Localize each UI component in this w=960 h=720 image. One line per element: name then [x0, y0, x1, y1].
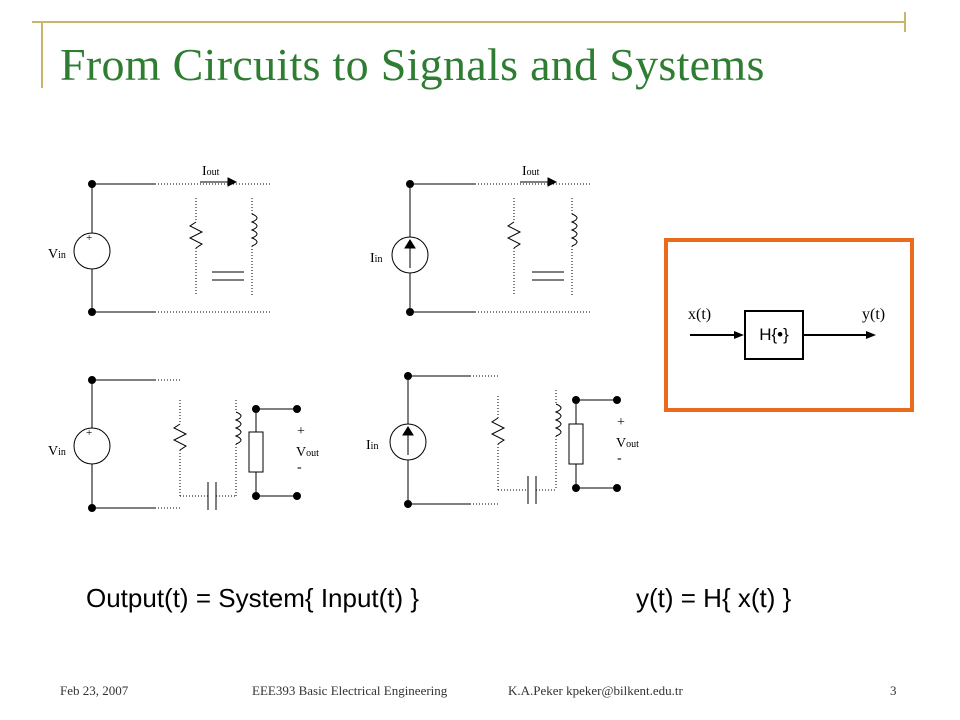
inductor-icon: [570, 213, 578, 247]
current-source-icon: [389, 423, 427, 461]
input-signal-label: x(t): [688, 306, 712, 323]
resistor-icon: [172, 423, 188, 451]
output-signal-label: y(t): [862, 306, 886, 323]
source-label: Iin: [366, 438, 379, 453]
current-label: Iout: [202, 164, 220, 179]
terminal-node: [293, 405, 301, 413]
source-label: Vin: [48, 444, 66, 459]
source-label: Vin: [48, 247, 66, 262]
vout-plus-sign: +: [297, 424, 305, 439]
vout-label: Vout: [296, 445, 319, 460]
terminal-node: [613, 484, 621, 492]
vout-plus-sign: +: [617, 415, 625, 430]
formula-general: Output(t) = System{ Input(t) }: [86, 583, 420, 613]
footer-course: EEE393 Basic Electrical Engineering: [252, 683, 448, 698]
current-source-icon: [391, 236, 429, 274]
inductor-icon: [554, 403, 562, 437]
formula-system: y(t) = H{ x(t) }: [636, 583, 792, 613]
page-title: From Circuits to Signals and Systems: [60, 39, 765, 90]
vout-minus-sign: -: [617, 451, 622, 466]
source-label: Iin: [370, 251, 383, 266]
circuit-2: [391, 177, 590, 316]
resistor-icon: [506, 221, 522, 249]
inductor-icon: [250, 213, 258, 247]
current-label: Iout: [522, 164, 540, 179]
vout-label: Vout: [616, 436, 639, 451]
footer-author: K.A.Peker kpeker@bilkent.edu.tr: [508, 683, 683, 698]
circuit-1: [73, 177, 272, 316]
inductor-icon: [234, 411, 242, 445]
vout-minus-sign: -: [297, 460, 302, 475]
source-plus-sign: +: [86, 232, 93, 244]
source-plus-sign: +: [86, 427, 93, 439]
resistor-icon: [188, 221, 204, 249]
terminal-node: [613, 396, 621, 404]
footer-date: Feb 23, 2007: [60, 683, 129, 698]
terminal-node: [293, 492, 301, 500]
voltage-source-icon: [73, 427, 111, 465]
circuit-3: [73, 376, 301, 512]
system-diagram-frame: [664, 238, 914, 412]
system-block: H{•}: [744, 310, 804, 360]
resistor-icon: [490, 417, 506, 445]
voltage-source-icon: [73, 232, 111, 270]
page-number: 3: [890, 683, 897, 698]
circuit-4: [389, 372, 621, 508]
